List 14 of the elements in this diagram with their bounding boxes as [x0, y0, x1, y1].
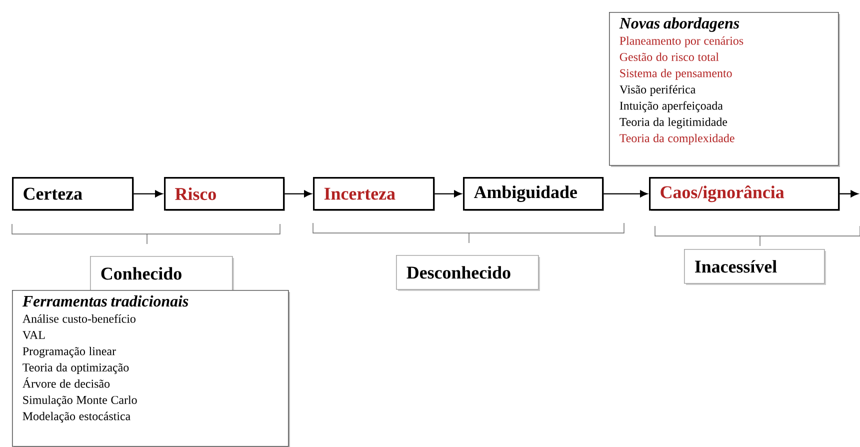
category-box: Desconhecido: [396, 255, 540, 291]
category-box: Inacessível: [684, 249, 826, 285]
stage-box: Ambiguidade: [463, 177, 604, 211]
stage-box: Incerteza: [313, 177, 435, 211]
arrow: [434, 190, 462, 198]
arrow: [134, 190, 162, 198]
arrow: [604, 190, 648, 198]
list-box: Novas abordagens Planeamento por cenários Gestão do risco total Sistema de pensamento Visão periférica Intuição aperfeiçoada Teoria da legitimidade Teoria da complexidade: [609, 12, 840, 167]
category-box: Conhecido: [90, 256, 234, 292]
stage-box: Caos/ignorância: [649, 177, 840, 211]
stage-box: Risco: [164, 177, 285, 211]
arrow: [840, 190, 858, 198]
arrow: [284, 190, 312, 198]
stage-box: Certeza: [12, 177, 134, 211]
